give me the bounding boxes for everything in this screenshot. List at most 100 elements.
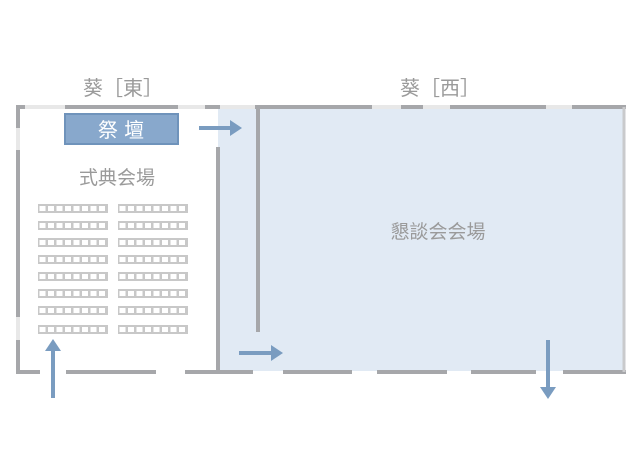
seat	[48, 291, 54, 296]
flow-arrows	[45, 120, 556, 399]
seat-row	[118, 238, 188, 247]
arrow-icon	[239, 345, 283, 361]
seat	[145, 308, 151, 313]
walls	[16, 105, 626, 374]
seat	[65, 240, 71, 245]
seat	[48, 274, 54, 279]
seat	[65, 274, 71, 279]
altar-label: 祭 壇	[98, 118, 144, 142]
seat	[153, 327, 160, 332]
seat-row	[38, 204, 108, 213]
seat	[136, 223, 143, 228]
seat	[170, 327, 177, 332]
seat-row-bar	[118, 325, 188, 334]
seat	[73, 308, 80, 313]
seat	[56, 240, 63, 245]
seat	[162, 327, 168, 332]
seat	[170, 206, 177, 211]
seat	[153, 308, 160, 313]
seat	[170, 274, 177, 279]
seat	[39, 308, 46, 313]
seat	[179, 223, 185, 228]
seat	[128, 257, 134, 262]
seat	[162, 274, 168, 279]
seat-row-bar	[38, 221, 108, 230]
seat	[99, 327, 105, 332]
seat	[39, 257, 46, 262]
seat-row-bar	[38, 204, 108, 213]
seat	[136, 308, 143, 313]
seat	[170, 240, 177, 245]
seat	[99, 206, 105, 211]
seat	[73, 240, 80, 245]
arrow-head	[230, 120, 242, 136]
seat	[90, 308, 97, 313]
seat	[128, 291, 134, 296]
west-room-title: 葵［西］	[400, 76, 480, 100]
seat	[145, 291, 151, 296]
seat	[65, 223, 71, 228]
seat	[39, 240, 46, 245]
seat-row-bar	[38, 325, 108, 334]
seat	[56, 223, 63, 228]
seat	[56, 206, 63, 211]
seat	[153, 240, 160, 245]
seat	[82, 308, 88, 313]
seat	[136, 274, 143, 279]
seat	[153, 274, 160, 279]
seat	[65, 291, 71, 296]
seat	[48, 240, 54, 245]
seat	[170, 257, 177, 262]
seat	[170, 291, 177, 296]
seat-row	[118, 289, 188, 298]
seat	[136, 240, 143, 245]
seat	[128, 308, 134, 313]
seat	[119, 291, 126, 296]
seat	[82, 206, 88, 211]
seat-row-bar	[118, 221, 188, 230]
seat	[153, 206, 160, 211]
seat-row	[118, 272, 188, 281]
seat	[90, 291, 97, 296]
seat	[48, 327, 54, 332]
seat-row	[118, 255, 188, 264]
arrow-head	[45, 339, 61, 351]
seat-row	[38, 255, 108, 264]
seat	[65, 327, 71, 332]
arrow-head	[540, 387, 556, 399]
seat-row	[118, 204, 188, 213]
reception-hall-label: 懇談会会場	[390, 221, 485, 243]
seat-row-bar	[38, 238, 108, 247]
seat	[145, 206, 151, 211]
altar	[64, 113, 179, 145]
seat	[82, 223, 88, 228]
seat	[73, 206, 80, 211]
seat	[153, 257, 160, 262]
seat	[90, 274, 97, 279]
seat	[65, 308, 71, 313]
seat	[82, 274, 88, 279]
seat	[128, 206, 134, 211]
seat	[162, 240, 168, 245]
arrow-icon	[45, 339, 61, 398]
seat-row	[38, 289, 108, 298]
seat	[82, 240, 88, 245]
east-room-title: 葵［東］	[83, 76, 163, 100]
seat-row	[38, 306, 108, 315]
seat	[136, 257, 143, 262]
seat-row-bar	[38, 255, 108, 264]
arrow-head	[271, 345, 283, 361]
seat	[99, 257, 105, 262]
seat	[119, 223, 126, 228]
ceremony-hall-label: 式典会場	[79, 167, 155, 189]
seat	[39, 223, 46, 228]
seat-row-bar	[118, 255, 188, 264]
seat	[128, 327, 134, 332]
seat	[136, 206, 143, 211]
seat	[99, 308, 105, 313]
seat	[119, 257, 126, 262]
seat	[48, 206, 54, 211]
seat	[145, 240, 151, 245]
seat	[56, 291, 63, 296]
seat-row	[38, 325, 108, 334]
